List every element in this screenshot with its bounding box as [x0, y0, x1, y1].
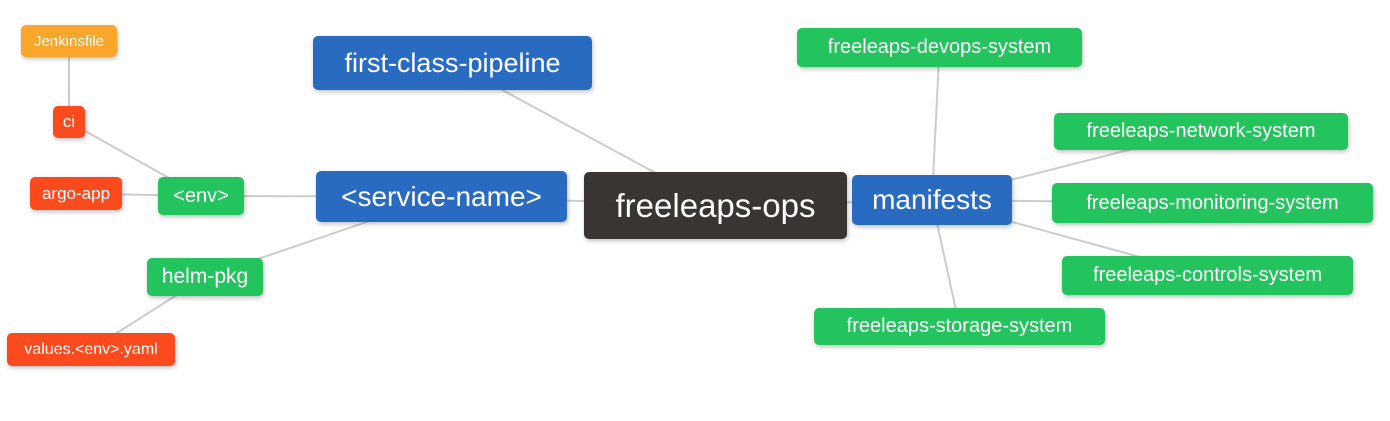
node-devops-system[interactable]: freeleaps-devops-system — [797, 28, 1082, 67]
node-env[interactable]: <env> — [158, 177, 244, 215]
node-label: freeleaps-ops — [615, 186, 816, 224]
node-label: argo-app — [41, 183, 111, 203]
node-freeleaps-ops[interactable]: freeleaps-ops — [584, 172, 847, 239]
node-label: helm-pkg — [161, 265, 249, 288]
node-ci[interactable]: ci — [53, 106, 85, 138]
node-label: values.<env>.yaml — [24, 340, 158, 358]
node-label: ci — [62, 112, 76, 131]
node-label: freeleaps-devops-system — [827, 36, 1052, 58]
node-first-class-pipeline[interactable]: first-class-pipeline — [313, 36, 592, 90]
node-helm-pkg[interactable]: helm-pkg — [147, 258, 263, 296]
node-label: freeleaps-network-system — [1086, 120, 1316, 142]
node-label: <env> — [173, 184, 229, 207]
node-controls-system[interactable]: freeleaps-controls-system — [1062, 256, 1353, 295]
node-network-system[interactable]: freeleaps-network-system — [1054, 113, 1348, 150]
node-label: Jenkinsfile — [33, 32, 105, 50]
node-values-env-yaml[interactable]: values.<env>.yaml — [7, 333, 175, 366]
node-label: freeleaps-controls-system — [1093, 264, 1322, 286]
node-jenkinsfile[interactable]: Jenkinsfile — [21, 25, 117, 57]
node-label: first-class-pipeline — [344, 47, 561, 78]
edge-manifests-devops-system — [931, 47, 941, 201]
node-storage-system[interactable]: freeleaps-storage-system — [814, 308, 1105, 345]
node-label: manifests — [872, 184, 992, 215]
node-label: <service-name> — [341, 180, 542, 212]
node-service-name[interactable]: <service-name> — [316, 171, 567, 222]
node-monitoring-system[interactable]: freeleaps-monitoring-system — [1052, 183, 1373, 223]
node-label: freeleaps-storage-system — [846, 315, 1073, 337]
node-manifests[interactable]: manifests — [852, 175, 1012, 225]
node-argo-app[interactable]: argo-app — [30, 177, 122, 210]
node-label: freeleaps-monitoring-system — [1086, 191, 1339, 214]
